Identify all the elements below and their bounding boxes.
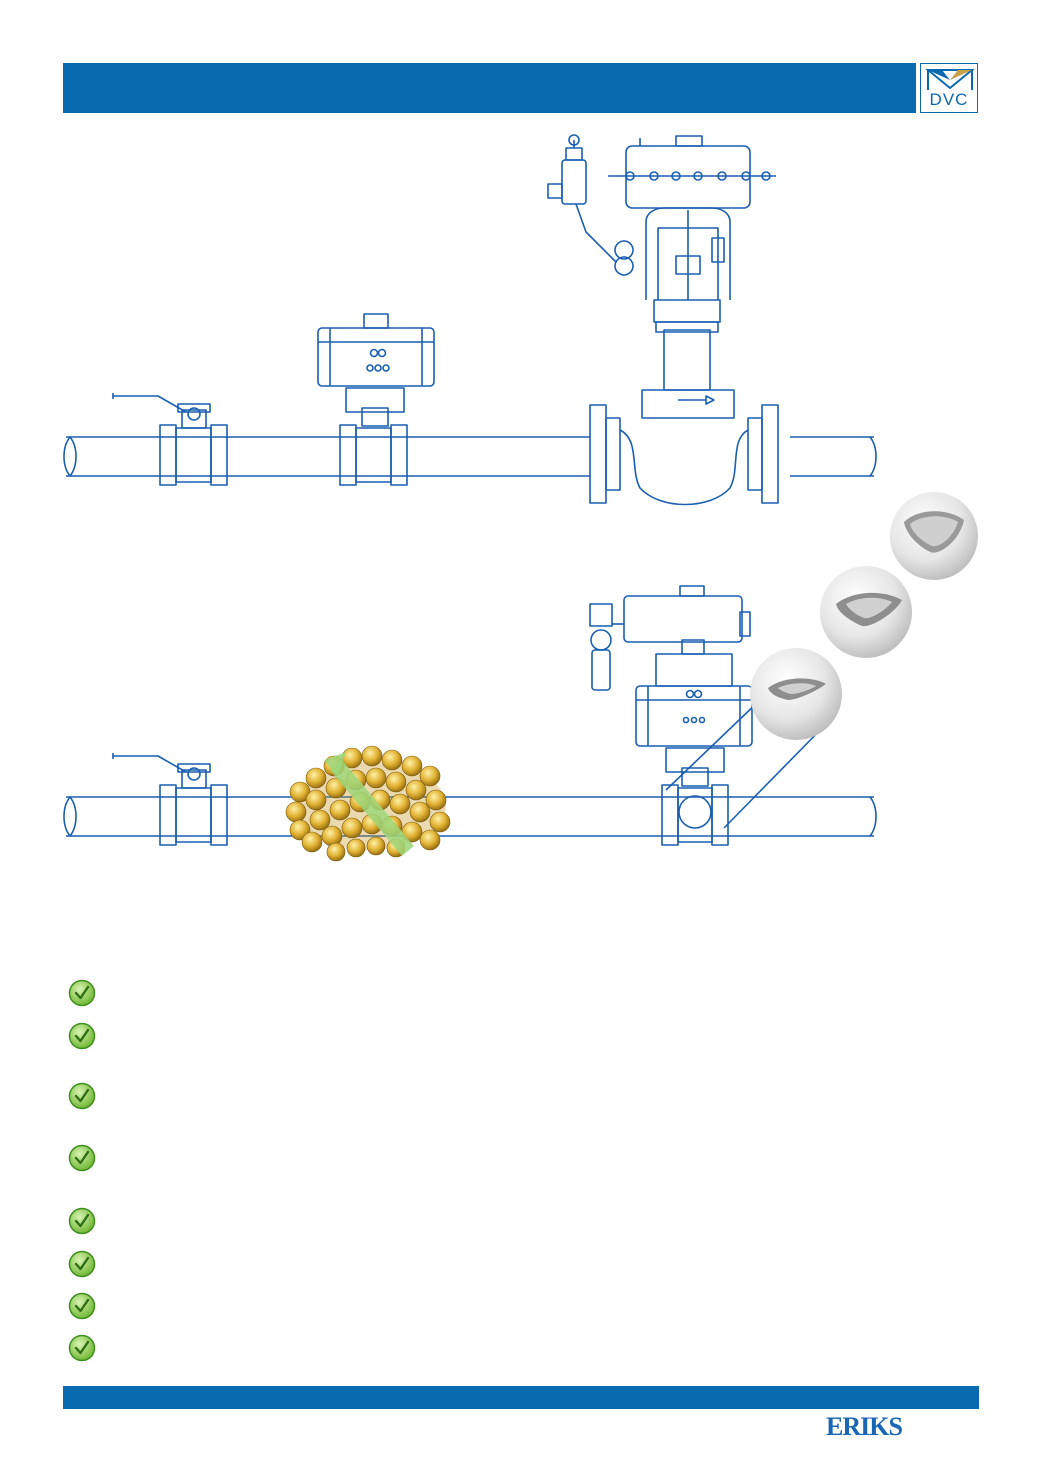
manual-ball-valve-lower	[112, 753, 228, 846]
check-icon	[68, 1292, 96, 1320]
ceramic-v-port-balls	[750, 492, 978, 740]
actuated-ball-valve-upper	[317, 313, 435, 486]
dvc-logo-icon	[925, 69, 975, 90]
dvc-logo: DVC	[920, 63, 978, 113]
check-icon	[68, 1082, 96, 1110]
upper-pipeline	[63, 436, 877, 477]
check-icon	[68, 1022, 96, 1050]
check-icon	[68, 1144, 96, 1172]
check-icon	[68, 1250, 96, 1278]
globe-control-valve	[547, 134, 779, 506]
v-port-ball-valve	[589, 585, 829, 846]
gold-coins-image	[285, 745, 451, 862]
check-icon	[68, 1334, 96, 1362]
footer-bar	[63, 1386, 979, 1409]
check-icon	[68, 1207, 96, 1235]
logo-text: DVC	[929, 90, 969, 109]
lower-pipeline	[63, 796, 877, 837]
manual-ball-valve-upper	[112, 393, 228, 486]
header-bar	[63, 63, 916, 113]
savings-arrow-icon	[324, 752, 414, 856]
eriks-logo: ERIKS	[826, 1412, 903, 1441]
check-icon	[68, 979, 96, 1007]
